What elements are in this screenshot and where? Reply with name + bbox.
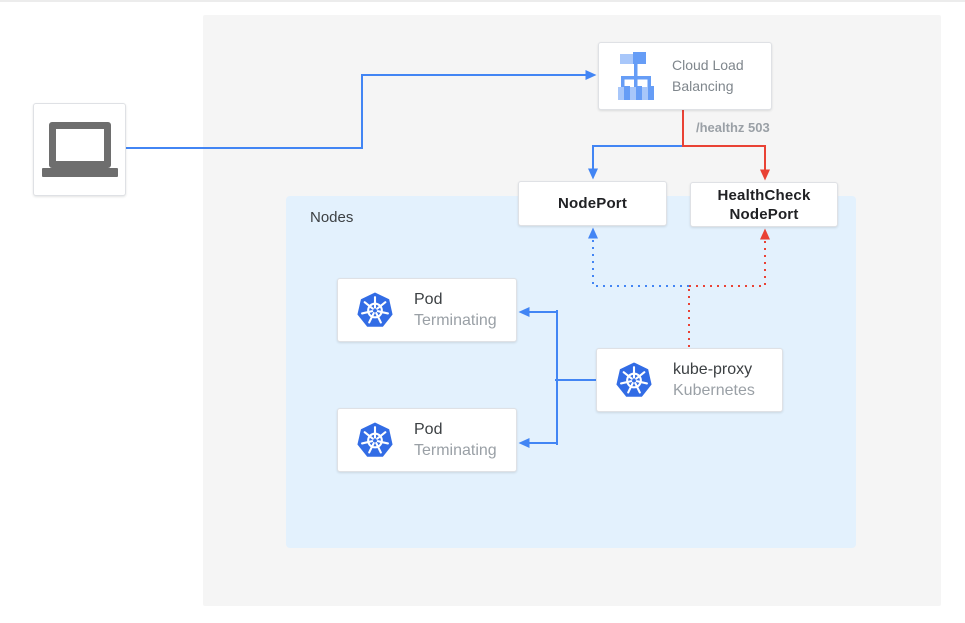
laptop-icon [41,122,118,177]
healthcheck-nodeport-card: HealthCheck NodePort [690,182,838,227]
pod-title: Pod [414,421,443,438]
kube-proxy-title: kube-proxy [673,361,753,378]
healthz-503-label: /healthz 503 [696,120,770,135]
pod-status: Terminating [414,442,497,459]
client-device-card [33,103,126,196]
cloud-load-balancing-label: Cloud Load Balancing [672,57,744,94]
nodeport-card: NodePort [518,181,667,226]
kube-proxy-card: kube-proxy Kubernetes [596,348,783,412]
pod-card: Pod Terminating [337,278,517,342]
nodes-label: Nodes [310,209,354,226]
kubernetes-icon [616,361,652,397]
kubernetes-icon [357,421,393,457]
top-divider [0,0,965,2]
kube-proxy-subtitle: Kubernetes [673,382,755,399]
pod-card: Pod Terminating [337,408,517,472]
pod-labels: Pod Terminating [414,289,497,331]
kube-proxy-labels: kube-proxy Kubernetes [673,359,755,401]
nodeport-label: NodePort [557,195,628,212]
pod-labels: Pod Terminating [414,419,497,461]
cloud-load-balancing-card: Cloud Load Balancing [598,42,772,110]
load-balancer-icon [618,52,654,100]
pod-title: Pod [414,291,443,308]
healthcheck-nodeport-label-line2: NodePort [729,205,799,223]
healthcheck-nodeport-label-line1: HealthCheck [717,186,811,204]
kubernetes-icon [357,291,393,327]
pod-status: Terminating [414,312,497,329]
